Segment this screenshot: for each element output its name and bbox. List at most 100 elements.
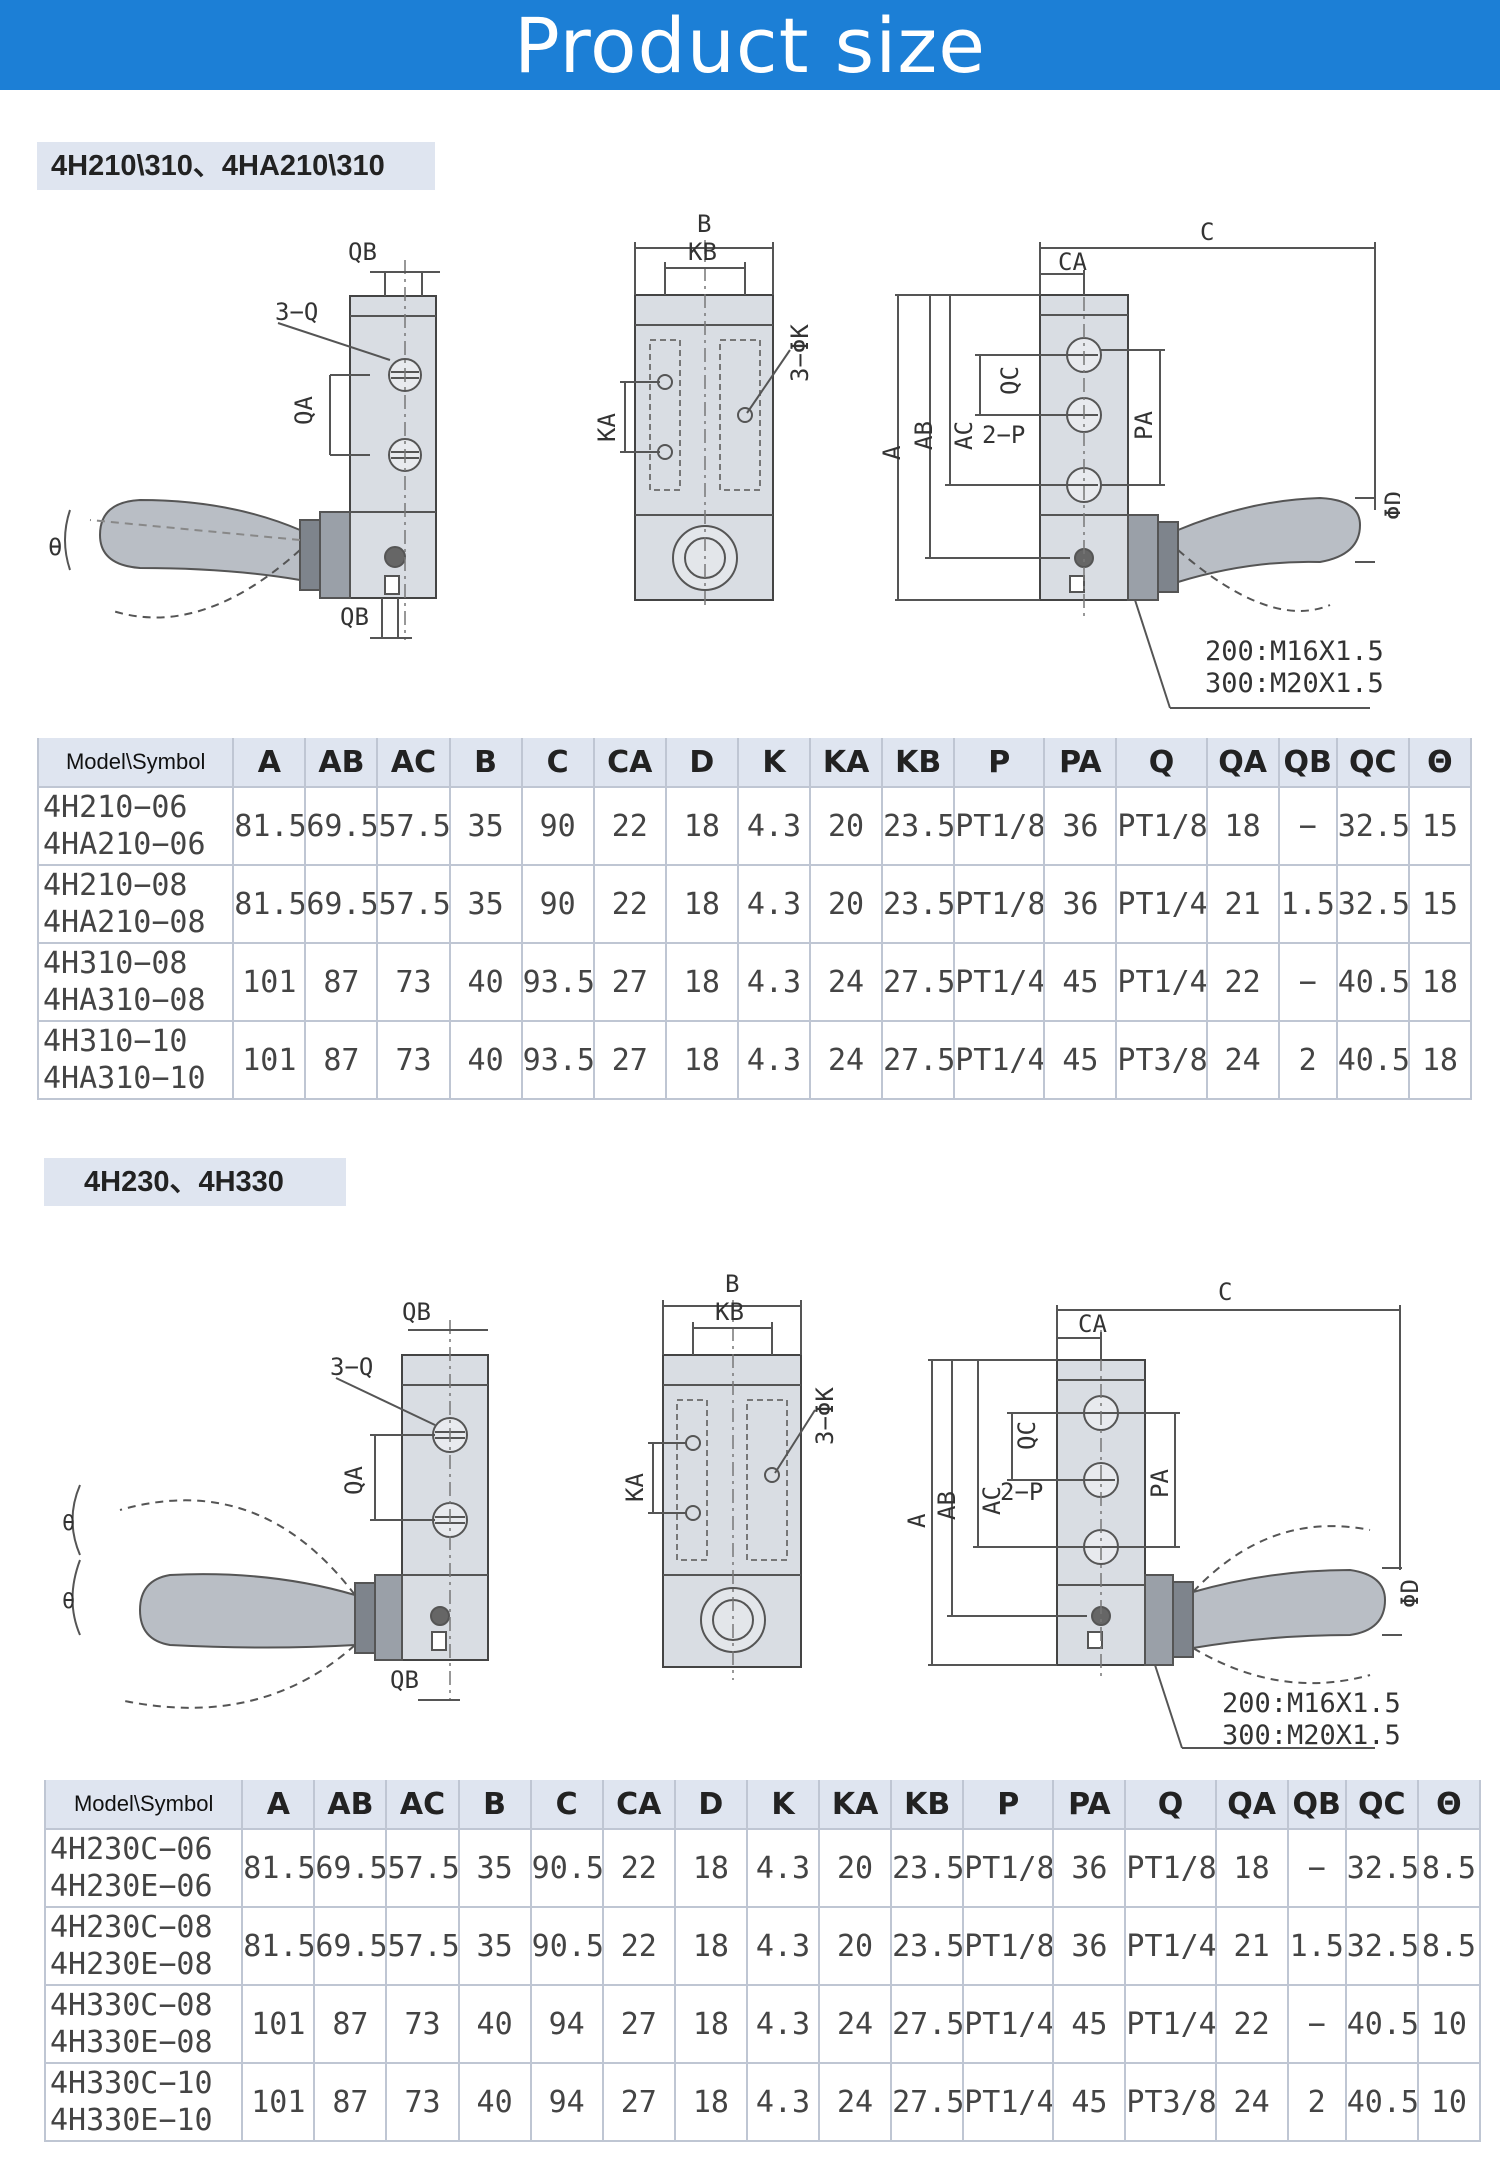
column-header: QA bbox=[1206, 738, 1280, 788]
column-header: B bbox=[458, 1780, 532, 1830]
table-cell: 2 bbox=[1287, 2063, 1347, 2142]
table-cell: 40.5 bbox=[1345, 1985, 1419, 2064]
table-cell: 45 bbox=[1053, 2063, 1127, 2142]
table-cell: PT1/4 bbox=[954, 1021, 1046, 1100]
model-name-primary: 4H330C−10 bbox=[50, 2066, 213, 2101]
model-name-primary: 4H330C−08 bbox=[50, 1988, 213, 2023]
header-banner: Product size bbox=[0, 0, 1500, 90]
c-dim-label-2: C bbox=[1218, 1278, 1232, 1306]
table-cell: 21 bbox=[1215, 1907, 1289, 1986]
table-cell: 22 bbox=[1215, 1985, 1289, 2064]
table-cell: 40 bbox=[449, 943, 523, 1022]
table-cell: 23.5 bbox=[882, 787, 956, 866]
table-cell: 24 bbox=[1215, 2063, 1289, 2142]
a-dim-label-2: A bbox=[903, 1513, 931, 1528]
table-cell: 18 bbox=[674, 2063, 748, 2142]
column-header: Q bbox=[1116, 738, 1208, 788]
kb-dim-label: KB bbox=[688, 238, 717, 266]
column-header: P bbox=[963, 1780, 1055, 1830]
column-header: A bbox=[242, 1780, 316, 1830]
table-cell: 22 bbox=[602, 1829, 676, 1908]
column-header: AC bbox=[377, 738, 451, 788]
table-cell: PT1/8 bbox=[963, 1907, 1055, 1986]
table-cell: 90 bbox=[521, 865, 595, 944]
table-cell: PT1/4 bbox=[963, 1985, 1055, 2064]
page-title: Product size bbox=[513, 0, 987, 90]
b-dim-label-2: B bbox=[725, 1270, 739, 1298]
table-cell: 15 bbox=[1408, 787, 1473, 866]
table-cell: 18 bbox=[674, 1829, 748, 1908]
model-name-primary: 4H310−10 bbox=[43, 1024, 188, 1059]
column-header: PA bbox=[1044, 738, 1118, 788]
column-header: AB bbox=[305, 738, 379, 788]
table-cell: 40 bbox=[458, 1985, 532, 2064]
qb-bottom-dim-label: QB bbox=[340, 603, 369, 631]
table-cell: 18 bbox=[674, 1907, 748, 1986]
table-cell: − bbox=[1278, 943, 1338, 1022]
table-cell: PT1/4 bbox=[954, 943, 1046, 1022]
table-cell: PT3/8 bbox=[1125, 2063, 1217, 2142]
model-name-primary: 4H210−08 bbox=[43, 868, 188, 903]
table-cell: 22 bbox=[593, 865, 667, 944]
qc-dim-label-2: QC bbox=[1013, 1421, 1041, 1450]
ac-dim-label: AC bbox=[950, 421, 978, 450]
table-cell: 90.5 bbox=[530, 1907, 604, 1986]
column-header: CA bbox=[602, 1780, 676, 1830]
column-header: AC bbox=[386, 1780, 460, 1830]
table-cell: 27 bbox=[593, 1021, 667, 1100]
table-cell: 27.5 bbox=[882, 1021, 956, 1100]
d-dim-label-2: ΦD bbox=[1396, 1579, 1420, 1608]
table-cell: 1.5 bbox=[1287, 1907, 1347, 1986]
table-cell: 87 bbox=[314, 2063, 388, 2142]
right-view-drawing-2: C CA QC A AB AC 2−P PA ΦD 200:M16X1.5 30… bbox=[903, 1278, 1420, 1751]
table-cell: 40.5 bbox=[1336, 1021, 1410, 1100]
ka-dim-label: KA bbox=[593, 413, 621, 442]
column-header: KA bbox=[819, 1780, 893, 1830]
column-header: D bbox=[665, 738, 739, 788]
d-dim-label: ΦD bbox=[1380, 491, 1400, 520]
table-cell: 21 bbox=[1206, 865, 1280, 944]
table-cell: 45 bbox=[1053, 1985, 1127, 2064]
column-header: C bbox=[521, 738, 595, 788]
section-label-1: 4H210\310、4HA210\310 bbox=[37, 142, 435, 190]
table-cell: 32.5 bbox=[1336, 865, 1410, 944]
model-name-secondary: 4HA210−06 bbox=[43, 827, 206, 862]
table-cell: 73 bbox=[386, 2063, 460, 2142]
table-cell: 18 bbox=[665, 943, 739, 1022]
model-name-secondary: 4H330E−08 bbox=[50, 2025, 213, 2060]
table-cell: 27 bbox=[602, 1985, 676, 2064]
table-cell: 23.5 bbox=[882, 865, 956, 944]
column-header: QC bbox=[1345, 1780, 1419, 1830]
table-cell: 20 bbox=[819, 1907, 893, 1986]
table-cell: 32.5 bbox=[1345, 1829, 1419, 1908]
table-cell: 81.5 bbox=[242, 1907, 316, 1986]
ca-dim-label-2: CA bbox=[1078, 1310, 1107, 1338]
table-cell: 32.5 bbox=[1345, 1907, 1419, 1986]
table-cell: 4.3 bbox=[746, 1829, 821, 1908]
ab-dim-label-2: AB bbox=[933, 1491, 961, 1520]
theta-dim-label-2a: θ bbox=[62, 1511, 75, 1536]
table-cell: 73 bbox=[377, 943, 451, 1022]
column-header: D bbox=[674, 1780, 748, 1830]
table-cell: 69.5 bbox=[305, 865, 379, 944]
table-cell: 10 bbox=[1417, 1985, 1482, 2064]
table-cell: 57.5 bbox=[377, 865, 451, 944]
table-cell: 23.5 bbox=[891, 1829, 965, 1908]
table-cell: 4.3 bbox=[746, 2063, 821, 2142]
ka-dim-label-2: KA bbox=[621, 1473, 649, 1502]
table-cell: 24 bbox=[810, 943, 884, 1022]
table-cell: 73 bbox=[377, 1021, 451, 1100]
table-cell: 57.5 bbox=[377, 787, 451, 866]
table-cell: 20 bbox=[810, 865, 884, 944]
table-cell: 8.5 bbox=[1417, 1829, 1482, 1908]
table-cell: 57.5 bbox=[386, 1907, 460, 1986]
table-cell: 69.5 bbox=[314, 1907, 388, 1986]
table-cell: 94 bbox=[530, 1985, 604, 2064]
